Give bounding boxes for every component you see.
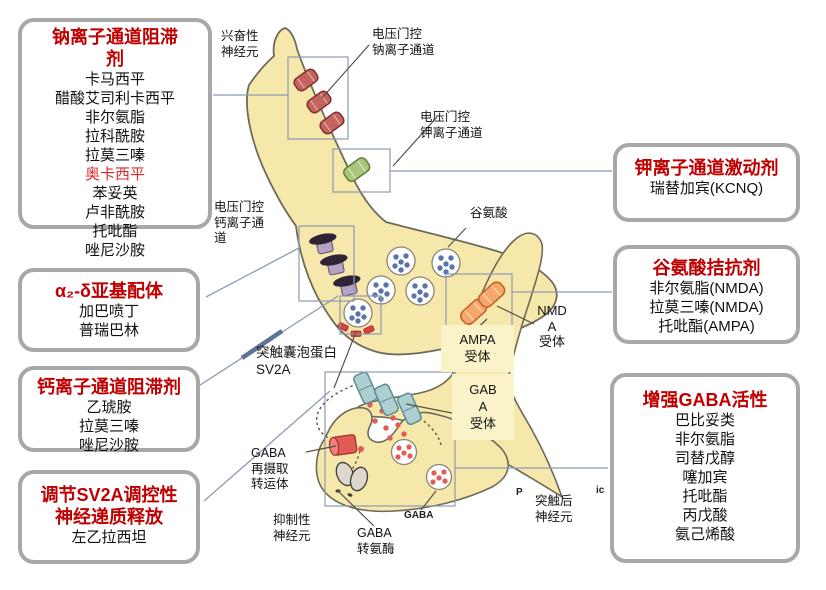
- drug-box-sv2a-modulators: 调节SV2A调控性 神经递质释放 左乙拉西坦: [18, 470, 200, 564]
- connector-lines: [196, 94, 612, 502]
- box-title: 钙离子通道阻滞剂: [37, 377, 181, 397]
- drug-item: 拉科酰胺: [84, 128, 145, 145]
- drug-item: 司替戊醇: [674, 450, 735, 467]
- drug-item: 乙琥胺: [86, 399, 132, 416]
- drug-item: 瑞替加宾(KCNQ): [649, 180, 764, 197]
- drug-box-potassium-channel-activators: 钾离子通道激动剂 瑞替加宾(KCNQ): [613, 143, 800, 222]
- drug-item: 托吡酯: [92, 223, 138, 240]
- label-vg-sodium-channel: 电压门控 钠离子通道: [372, 27, 435, 57]
- label-vg-calcium-channel: 电压门控 钙离子通 道: [214, 200, 265, 245]
- glutamate-receptor-icon: [459, 281, 506, 325]
- drug-item: 卢非酰胺: [84, 204, 145, 221]
- gaba-recycling-dotted-path: [316, 381, 442, 472]
- label-p-fragment: P: [516, 487, 523, 498]
- drug-item: 左乙拉西坦: [71, 529, 147, 546]
- box-title: 调节SV2A调控性 神经递质释放: [40, 485, 178, 527]
- vesicle: [425, 463, 453, 491]
- drug-item: 噻加宾: [682, 469, 728, 486]
- label-glutamate: 谷氨酸: [470, 206, 508, 220]
- drug-item: 唑尼沙胺: [84, 242, 145, 259]
- gaba-vesicles: [390, 438, 453, 491]
- drug-item: 苯妥英: [92, 185, 138, 202]
- drug-item: 拉莫三嗪: [84, 147, 145, 164]
- vesicle: [366, 275, 396, 305]
- drug-item: 丙戊酸: [682, 507, 728, 524]
- vesicle: [431, 248, 461, 278]
- label-nmda-receptor: NMD A 受体: [537, 303, 567, 349]
- drug-item: 非尔氨脂: [84, 109, 145, 126]
- box-title: 谷氨酸拮抗剂: [652, 258, 761, 278]
- drug-item: 拉莫三嗪(NMDA): [649, 299, 764, 316]
- drug-item: 卡马西平: [84, 71, 145, 88]
- label-vg-potassium-channel: 电压门控 钾离子通道: [420, 110, 483, 140]
- label-ic-fragment: ic: [596, 485, 605, 496]
- drug-item: 非尔氨脂(NMDA): [649, 280, 764, 297]
- label-excitatory-neuron: 兴奋性 神经元: [221, 29, 259, 59]
- drug-item: 托吡酯(AMPA): [658, 318, 755, 335]
- label-sv2a-protein: 突触囊泡蛋白 SV2A: [256, 345, 337, 377]
- vesicle: [386, 246, 416, 276]
- label-gaba-transaminase: GABA 转氨酶: [357, 526, 395, 556]
- drug-item: 醋酸艾司利卡西平: [54, 90, 175, 107]
- label-gaba-receptor: GAB A 受体: [452, 374, 514, 440]
- gaba-transaminase-icon: [335, 461, 369, 497]
- drug-item: 氨己烯酸: [674, 526, 735, 543]
- drug-item: 托吡酯: [682, 488, 728, 505]
- label-postsynaptic-neuron: 突触后 神经元: [535, 494, 573, 524]
- drug-item: 普瑞巴林: [78, 322, 139, 339]
- drug-box-gaba-enhancers: 增强GABA活性 巴比妥类 非尔氨脂 司替戊醇 噻加宾 托吡酯 丙戊酸 氨己烯酸: [610, 373, 800, 563]
- drug-item: 非尔氨脂: [674, 431, 735, 448]
- drug-item: 巴比妥类: [674, 412, 735, 429]
- drug-item: 拉莫三嗪: [78, 418, 139, 435]
- docked-vesicle-sv2a: [337, 298, 375, 337]
- gaba-reuptake-transporter-icon: [328, 434, 358, 456]
- vesicle: [390, 438, 418, 466]
- drug-item: 加巴喷丁: [78, 303, 139, 320]
- label-gaba-small: GABA: [404, 510, 434, 521]
- glutamate-vesicles: [337, 246, 461, 337]
- drug-box-calcium-channel-blockers: 钙离子通道阻滞剂 乙琥胺 拉莫三嗪 唑尼沙胺: [18, 366, 200, 454]
- box-title: 钾离子通道激动剂: [634, 158, 779, 178]
- box-title: 增强GABA活性: [642, 390, 768, 410]
- drug-item-highlighted: 奥卡西平: [84, 166, 145, 183]
- drug-box-glutamate-antagonists: 谷氨酸拮抗剂 非尔氨脂(NMDA) 拉莫三嗪(NMDA) 托吡酯(AMPA): [613, 245, 800, 344]
- vesicle: [405, 276, 435, 306]
- label-ampa-receptor: AMPA 受体: [441, 325, 514, 372]
- calcium-channel-icon: [309, 233, 361, 297]
- drug-box-sodium-channel-blockers: 钠离子通道阻滞 剂 卡马西平 醋酸艾司利卡西平 非尔氨脂 拉科酰胺 拉莫三嗪 奥…: [18, 18, 212, 259]
- label-gaba-reuptake-transporter: GABA 再摄取 转运体: [251, 446, 289, 491]
- label-inhibitory-neuron: 抑制性 神经元: [273, 513, 311, 543]
- potassium-channel-icon: [343, 157, 371, 183]
- box-title: α₂-δ亚基配体: [55, 281, 163, 301]
- box-title: 钠离子通道阻滞 剂: [52, 27, 178, 69]
- label-pointer-lines: [305, 44, 535, 527]
- drug-item: 唑尼沙胺: [78, 437, 139, 454]
- sodium-channel-icon: [293, 68, 345, 135]
- drug-box-alpha2-delta-ligands: α₂-δ亚基配体 加巴喷丁 普瑞巴林: [18, 268, 200, 352]
